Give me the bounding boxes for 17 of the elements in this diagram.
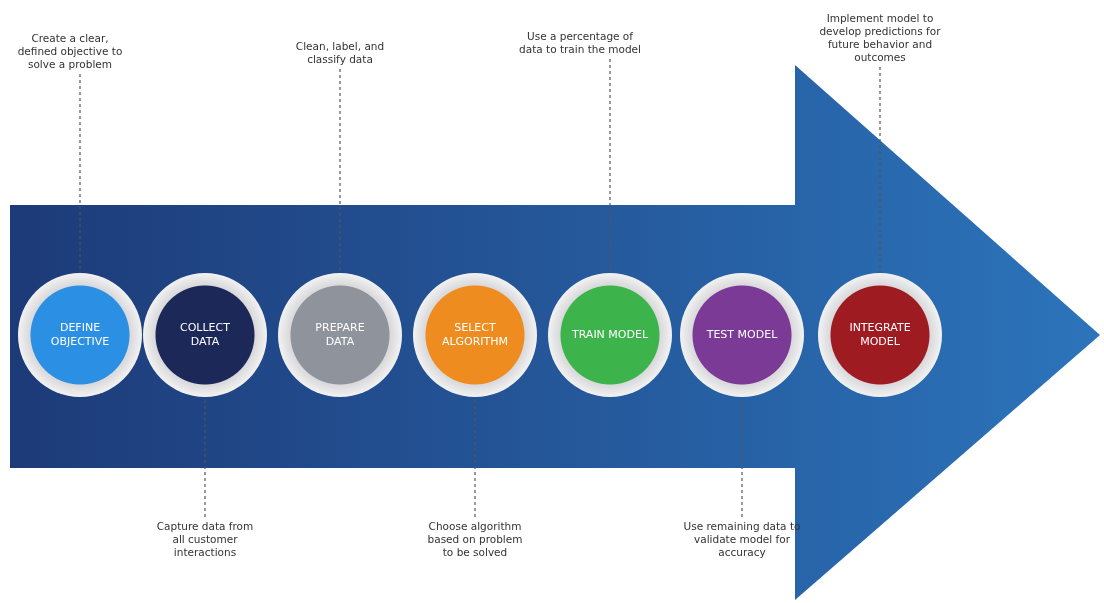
description-text: Implement model to develop predictions for future behavior and outcomes <box>815 12 945 64</box>
description-text: Create a clear, defined objective to solve a problem <box>15 32 125 71</box>
description-text: Capture data from all customer interactions <box>150 520 260 559</box>
description-text: Use remaining data to validate model for accuracy <box>682 520 802 559</box>
step-label: SELECT ALGORITHM <box>440 321 510 349</box>
leader-line <box>79 73 81 274</box>
description-text: Choose algorithm based on problem to be solved <box>425 520 525 559</box>
description-text: Use a percentage of data to train the model <box>515 30 645 56</box>
step-label: PREPARE DATA <box>314 321 366 349</box>
step-label: TRAIN MODEL <box>570 328 650 342</box>
step-label: INTEGRATE MODEL <box>848 321 912 349</box>
step-label: TEST MODEL <box>705 328 779 342</box>
leader-line <box>879 66 881 274</box>
step-label: DEFINE OBJECTIVE <box>49 321 111 349</box>
leader-line <box>609 58 611 274</box>
description-text: Clean, label, and classify data <box>275 40 405 66</box>
step-label: COLLECT DATA <box>179 321 231 349</box>
